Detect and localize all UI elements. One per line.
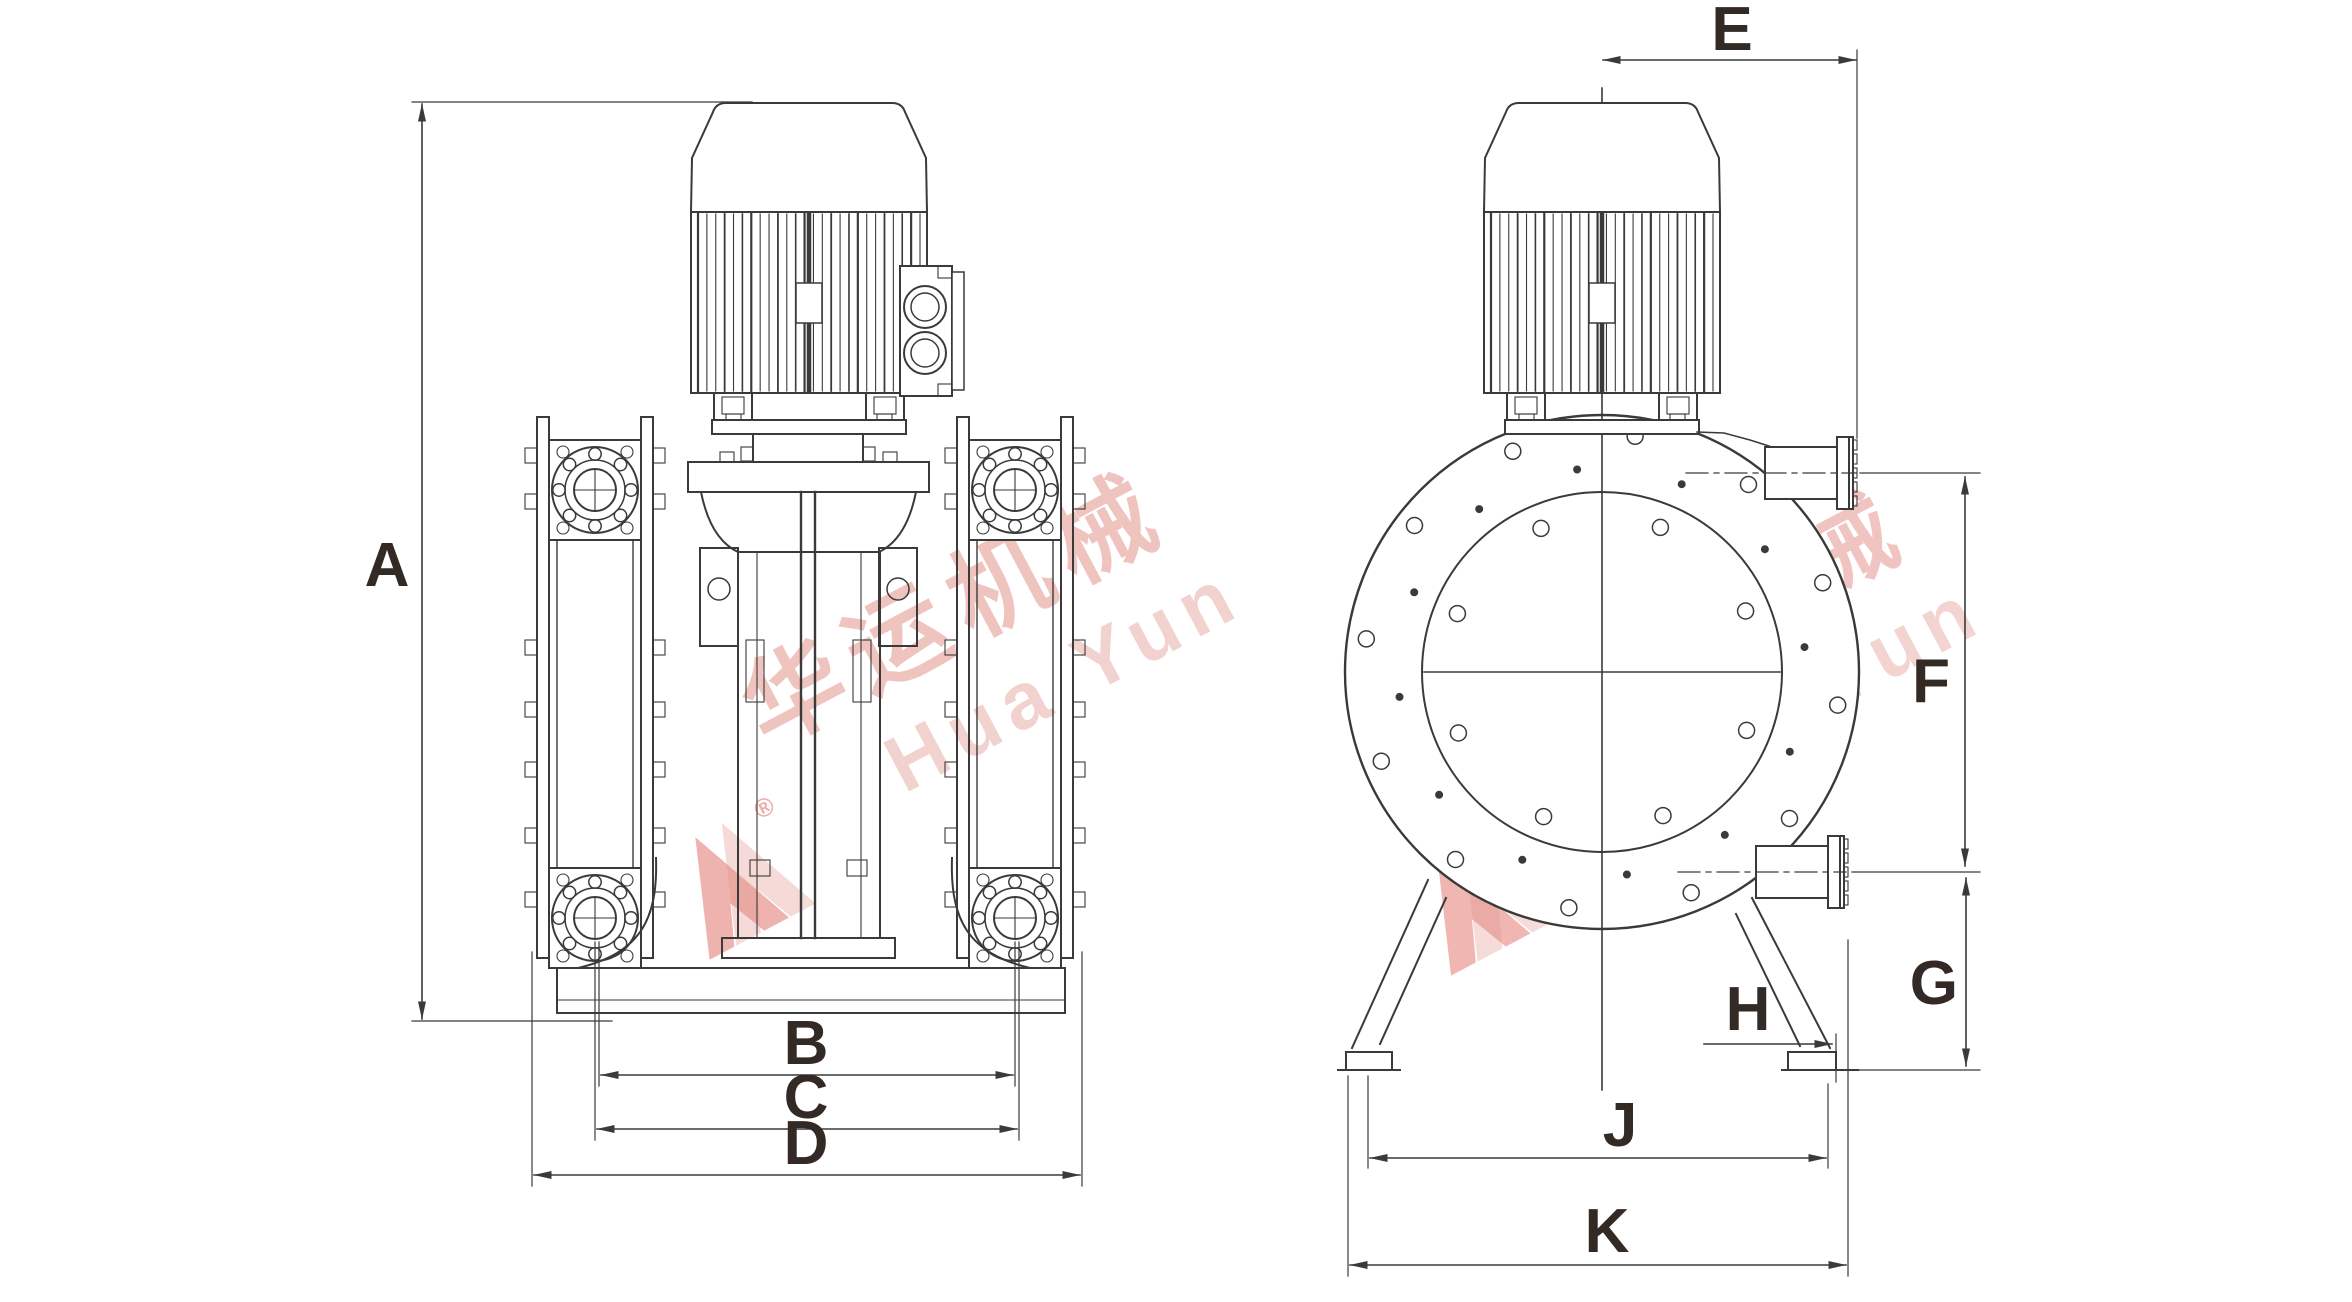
dim-label-D: D [784,1109,829,1178]
pump-head [687,433,930,959]
casing-boss [1696,431,1773,448]
dimensions: A B C D [365,0,1981,1277]
dim-J: J [1367,1075,1829,1169]
watermark-front: ® 华运机械 Hua Yun [695,451,1256,960]
dim-E: E [1602,0,1858,439]
pedestal-base [556,856,1066,1014]
registered-mark: ® [748,790,779,825]
dim-F: F [1851,472,1981,873]
huayun-logo-icon [695,837,790,960]
dim-label-K: K [1585,1197,1630,1266]
dim-label-E: E [1711,0,1752,64]
front-view [524,103,1086,1014]
dim-K: K [1347,939,1849,1277]
top-left-flange [548,439,642,541]
dim-label-F: F [1912,647,1950,716]
dim-D: D [531,951,1083,1187]
dim-G: G [1845,877,1981,1071]
dim-A: A [365,101,753,1022]
dim-B: B [598,941,1016,1087]
dim-label-G: G [1910,949,1958,1018]
dim-label-A: A [365,531,410,600]
dim-label-J: J [1603,1091,1637,1160]
dim-C: C [594,941,1020,1141]
support-legs [1337,878,1859,1071]
side-view [1337,87,1861,1091]
motor-junction-box [899,265,965,397]
top-right-flange [968,439,1062,541]
dim-label-C: C [784,1063,829,1132]
dim-H: H [1703,975,1837,1083]
dim-label-B: B [784,1009,829,1078]
dim-label-H: H [1726,975,1771,1044]
